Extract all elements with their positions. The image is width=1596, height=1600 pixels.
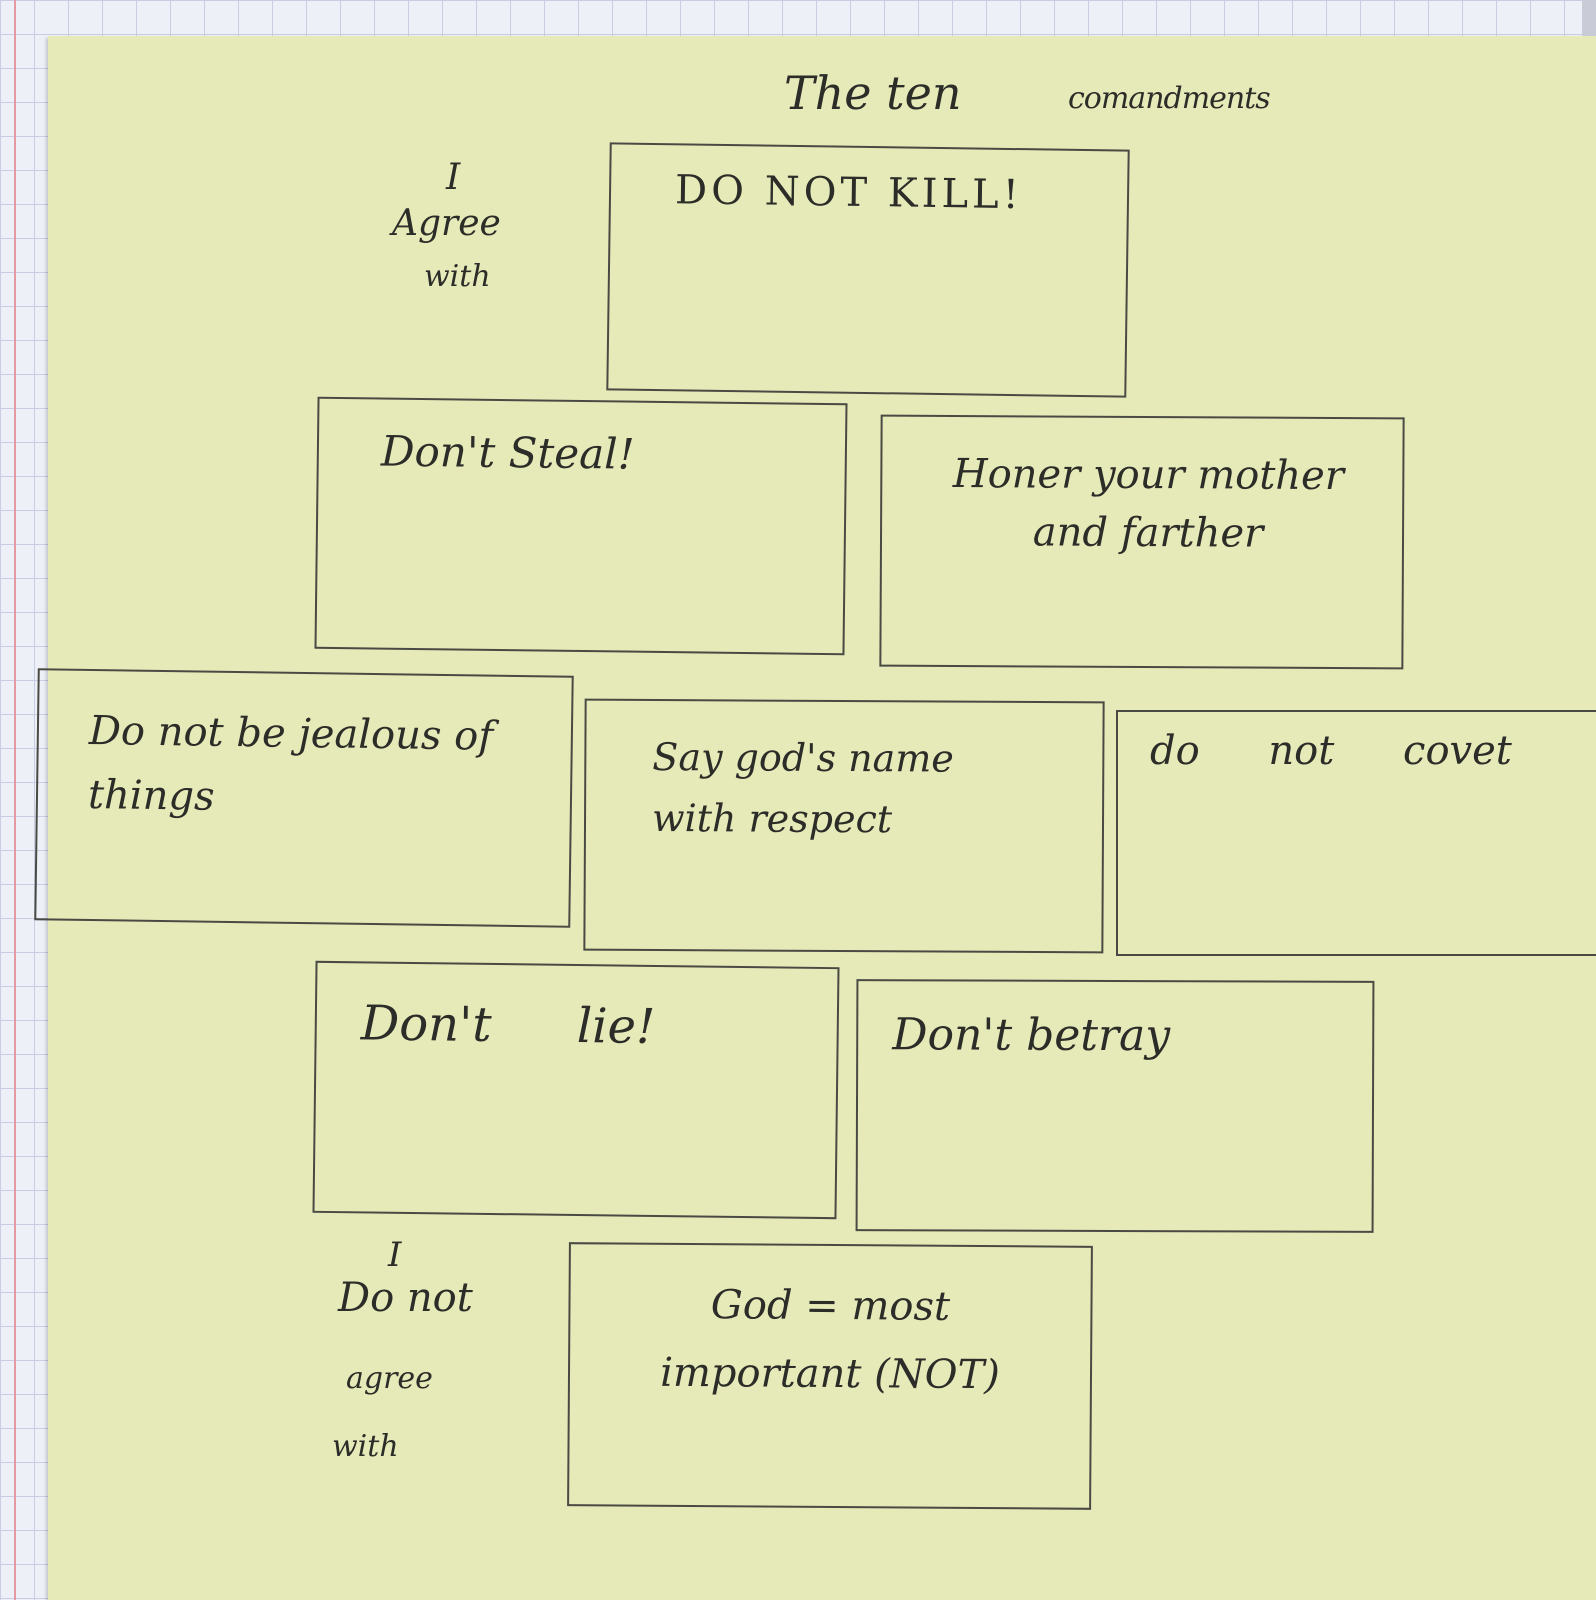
commandment-text: Honer your mother and farther — [952, 451, 1345, 557]
commandment-text: Do not be jealous of things — [87, 707, 494, 820]
commandment-text: do not covet — [1150, 728, 1512, 774]
worksheet-title-second-word: comandments — [1068, 81, 1271, 116]
commandment-text: Say god's name with respect — [651, 734, 954, 842]
commandment-text: Don't lie! — [360, 995, 656, 1055]
commandment-text: DO NOT KILL! — [674, 167, 1024, 219]
commandment-text: God = most important (NOT) — [660, 1282, 1001, 1399]
agree-label-line-3: with — [424, 259, 491, 294]
commandment-box: Don't Steal! — [314, 396, 848, 656]
commandment-box: Do not be jealous of things — [34, 668, 574, 928]
commandment-box: Honer your mother and farther — [879, 414, 1405, 670]
disagree-label-line-2: Do not — [338, 1275, 473, 1321]
commandment-text: Don't betray — [892, 1009, 1171, 1062]
notebook-margin-line — [14, 0, 16, 1600]
disagree-label-line-3: agree — [346, 1361, 433, 1396]
commandment-box: Don't lie! — [312, 960, 840, 1220]
agree-label-line-1: I — [446, 157, 461, 198]
commandment-text: Don't Steal! — [380, 426, 635, 479]
commandment-box: God = most important (NOT) — [567, 1242, 1093, 1510]
worksheet — [48, 36, 1596, 1600]
commandment-box: DO NOT KILL! — [606, 142, 1130, 398]
commandment-box: Don't betray — [855, 979, 1375, 1233]
disagree-label-line-4: with — [332, 1429, 399, 1464]
commandment-box: Say god's name with respect — [583, 698, 1105, 954]
worksheet-title: The ten — [784, 66, 962, 120]
disagree-label-line-1: I — [388, 1235, 402, 1275]
agree-label-line-2: Agree — [392, 203, 501, 244]
commandment-box: do not covet — [1116, 710, 1596, 956]
